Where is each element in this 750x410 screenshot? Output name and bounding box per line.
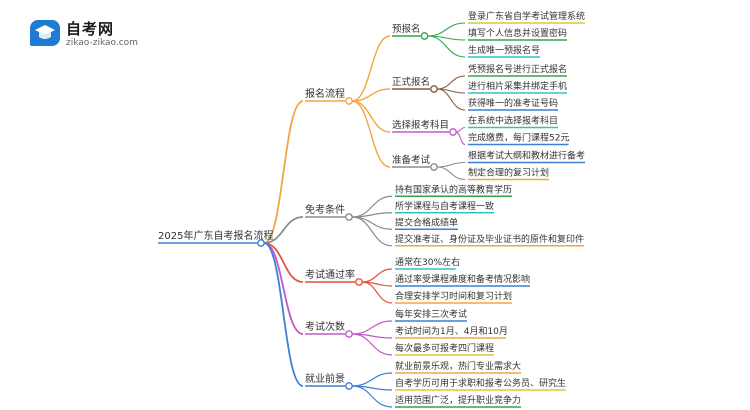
leaf-item: 每年安排三次考试 xyxy=(395,308,467,320)
branch-node-dot xyxy=(345,330,353,338)
sub-node-dot xyxy=(420,32,429,40)
leaf-connector xyxy=(351,195,393,218)
branch-node-dot xyxy=(355,278,363,286)
leaf-connector xyxy=(351,333,393,356)
branch-connector xyxy=(263,100,304,244)
leaf-item: 完成缴费，每门课程52元 xyxy=(468,132,569,144)
leaf-item: 提交准考证、身份证及毕业证书的原件和复印件 xyxy=(395,233,584,245)
branch-topic-3: 考试通过率 xyxy=(305,268,355,281)
sub-node-dot xyxy=(430,163,438,171)
leaf-item: 通常在30%左右 xyxy=(395,256,460,268)
leaf-item: 持有国家承认的高等教育学历 xyxy=(395,183,512,195)
sub-topic-4: 准备考试 xyxy=(392,154,431,166)
leaf-item: 在系统中选择报考科目 xyxy=(468,115,558,127)
leaf-connector xyxy=(351,216,393,230)
leaf-connector xyxy=(427,22,466,37)
sub-connector xyxy=(351,100,391,168)
site-logo[interactable]: 自考网 zikao-zikao.com xyxy=(30,16,150,52)
leaf-item: 自考学历可用于求职和报考公务员、研究生 xyxy=(395,377,566,389)
leaf-item: 登录广东省自学考试管理系统 xyxy=(468,10,585,22)
leaf-item: 进行相片采集并绑定手机 xyxy=(468,80,567,92)
sub-connector xyxy=(351,100,391,133)
leaf-item: 通过率受课程难度和备考情况影响 xyxy=(395,273,530,285)
leaf-connector xyxy=(436,161,466,168)
branch-topic-1: 报名流程 xyxy=(305,87,345,100)
leaf-item: 提交合格成绩单 xyxy=(395,216,458,228)
root-node-dot xyxy=(257,239,265,247)
branch-topic-5: 就业前景 xyxy=(305,372,345,385)
branch-topic-4: 考试次数 xyxy=(305,320,345,333)
sub-node-dot xyxy=(430,85,438,93)
leaf-item: 根据考试大纲和教材进行备考 xyxy=(468,150,585,162)
leaf-item: 生成唯一预报名号 xyxy=(468,44,540,56)
leaf-item: 就业前景乐观，热门专业需求大 xyxy=(395,360,521,372)
leaf-connector xyxy=(351,372,393,387)
leaf-item: 所学课程与自考课程一致 xyxy=(395,200,494,212)
sub-connector xyxy=(351,35,391,102)
sub-topic-3: 选择报考科目 xyxy=(392,119,449,131)
leaf-item: 填写个人信息并设置密码 xyxy=(468,27,567,39)
leaf-connector xyxy=(351,212,393,218)
leaf-connector xyxy=(455,131,466,146)
logo-name: 自考网 xyxy=(66,20,115,38)
leaf-connector xyxy=(361,268,393,283)
leaf-connector xyxy=(361,281,393,304)
sub-topic-1: 预报名 xyxy=(392,23,421,35)
logo-url: zikao-zikao.com xyxy=(66,38,138,48)
sub-connector xyxy=(351,88,391,102)
leaf-item: 制定合理的复习计划 xyxy=(468,167,549,179)
leaf-connector xyxy=(351,320,393,335)
leaf-connector xyxy=(427,35,466,58)
leaf-item: 获得唯一的准考证号码 xyxy=(468,97,558,109)
mind-map-nodes: 2025年广东自考报名流程 报名流程 预报名 登录广东省自学考试管理系统填写个人信息并… xyxy=(158,10,585,408)
branch-node-dot xyxy=(345,97,353,105)
leaf-connector xyxy=(436,75,466,90)
leaf-connector xyxy=(455,126,466,133)
leaf-connector xyxy=(436,88,466,111)
leaf-connector xyxy=(351,216,393,247)
leaf-item: 考试时间为1月、4月和10月 xyxy=(395,325,508,337)
sub-node-dot xyxy=(449,128,457,136)
branch-topic-2: 免考条件 xyxy=(305,203,345,216)
mind-map-connectors xyxy=(263,22,466,408)
branch-connector xyxy=(263,216,304,244)
leaf-item: 每次最多可报考四门课程 xyxy=(395,342,494,354)
leaf-item: 适用范围广泛，提升职业竞争力 xyxy=(395,394,521,406)
branch-connector xyxy=(263,242,304,387)
sub-topic-2: 正式报名 xyxy=(392,76,430,88)
leaf-item: 凭预报名号进行正式报名 xyxy=(468,63,567,75)
branch-node-dot xyxy=(345,382,353,390)
graduation-cap-icon xyxy=(30,20,60,46)
leaf-connector xyxy=(351,385,393,408)
branch-node-dot xyxy=(345,213,353,221)
root-topic: 2025年广东自考报名流程 xyxy=(158,229,273,242)
leaf-item: 合理安排学习时间和复习计划 xyxy=(395,290,512,302)
leaf-connector xyxy=(436,166,466,181)
